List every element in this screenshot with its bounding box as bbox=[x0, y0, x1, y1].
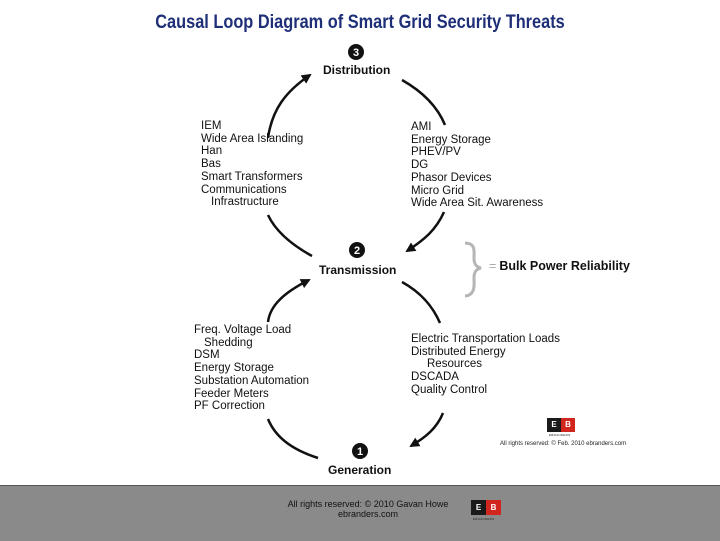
equals-sign: = bbox=[489, 259, 497, 273]
arc-left-to-transmission bbox=[266, 214, 313, 258]
list-item: IEM bbox=[201, 120, 222, 132]
list-item: Freq. Voltage Load bbox=[194, 324, 292, 336]
arc-left-to-generation bbox=[266, 418, 319, 460]
list-item: AMI bbox=[411, 121, 432, 133]
list-item: Micro Grid bbox=[411, 184, 465, 197]
list-item: PF Correction bbox=[194, 400, 265, 413]
generation-number: 1 bbox=[357, 446, 363, 458]
list-item: Han bbox=[201, 145, 223, 158]
bulk-brace bbox=[464, 241, 482, 298]
generation-label: Generation bbox=[328, 463, 392, 477]
list-item: Resources bbox=[427, 358, 482, 371]
list-item: Substation Automation bbox=[194, 374, 310, 387]
arc-right-to-generation bbox=[409, 412, 445, 448]
footer-logo-e: E bbox=[471, 500, 486, 515]
list-item: Phasor Devices bbox=[411, 171, 492, 184]
list-item: DSM bbox=[194, 349, 220, 362]
upper-right-list: AMI Energy Storage PHEV/PV DG Phasor Dev… bbox=[411, 121, 543, 210]
footer-logo-caption: EBRANDERS bbox=[473, 517, 495, 521]
list-item: Wide Area Sit. Awareness bbox=[411, 197, 544, 210]
upper-left-list: IEM Wide Area Islanding Han Bas Smart Tr… bbox=[201, 120, 303, 209]
footer-logo-b: B bbox=[486, 500, 501, 515]
logo-b: B bbox=[561, 418, 575, 432]
logo-caption: EBRANDERS bbox=[549, 433, 571, 437]
list-item: Smart Transformers bbox=[201, 170, 303, 183]
bulk-power-reliability-text: Bulk Power Reliability bbox=[499, 259, 630, 273]
transmission-number-badge: 2 bbox=[349, 242, 365, 258]
list-item: Wide Area Islanding bbox=[201, 132, 304, 145]
copyright-notice: All rights reserved: © Feb. 2010 ebrande… bbox=[500, 441, 627, 447]
generation-number-badge: 1 bbox=[352, 443, 368, 459]
transmission-label: Transmission bbox=[319, 263, 397, 277]
distribution-number-badge: 3 bbox=[348, 44, 364, 60]
ebranders-logo: E B bbox=[547, 418, 575, 432]
list-item: DSCADA bbox=[411, 371, 459, 384]
arc-transmission-to-right bbox=[401, 280, 442, 324]
list-item: Electric Transportation Loads bbox=[411, 333, 560, 345]
list-item: Distributed Energy bbox=[411, 345, 506, 358]
arc-right-to-transmission bbox=[405, 211, 446, 253]
arc-generation-to-transmission bbox=[266, 278, 311, 323]
footer-copyright: All rights reserved: © 2010 Gavan Howe bbox=[287, 499, 449, 509]
list-item: Shedding bbox=[204, 336, 253, 349]
list-item: Energy Storage bbox=[411, 133, 491, 146]
arc-distribution-to-right bbox=[401, 78, 447, 126]
distribution-number: 3 bbox=[353, 47, 359, 59]
footer-text: All rights reserved: © 2010 Gavan Howe e… bbox=[268, 499, 468, 519]
logo-e: E bbox=[547, 418, 561, 432]
list-item: PHEV/PV bbox=[411, 146, 461, 159]
lower-right-list: Electric Transportation Loads Distribute… bbox=[411, 333, 560, 397]
list-item: Bas bbox=[201, 158, 221, 171]
footer-bar: All rights reserved: © 2010 Gavan Howe e… bbox=[0, 485, 720, 541]
causal-loop-diagram: 3 2 1 bbox=[266, 44, 482, 460]
list-item: DG bbox=[411, 159, 429, 172]
transmission-number: 2 bbox=[354, 245, 360, 257]
distribution-label: Distribution bbox=[323, 63, 391, 77]
list-item: Communications bbox=[201, 183, 287, 196]
bulk-power-reliability-label: =Bulk Power Reliability bbox=[489, 259, 630, 273]
list-item: Energy Storage bbox=[194, 362, 274, 375]
list-item: Infrastructure bbox=[211, 196, 279, 209]
footer-website: ebranders.com bbox=[337, 509, 399, 519]
list-item: Quality Control bbox=[411, 383, 488, 396]
diagram-title: Causal Loop Diagram of Smart Grid Securi… bbox=[155, 12, 565, 33]
list-item: Feeder Meters bbox=[194, 387, 269, 400]
arc-transmission-to-distribution bbox=[266, 73, 312, 139]
footer-ebranders-logo: E B bbox=[471, 500, 501, 515]
lower-left-list: Freq. Voltage Load Shedding DSM Energy S… bbox=[194, 324, 309, 413]
